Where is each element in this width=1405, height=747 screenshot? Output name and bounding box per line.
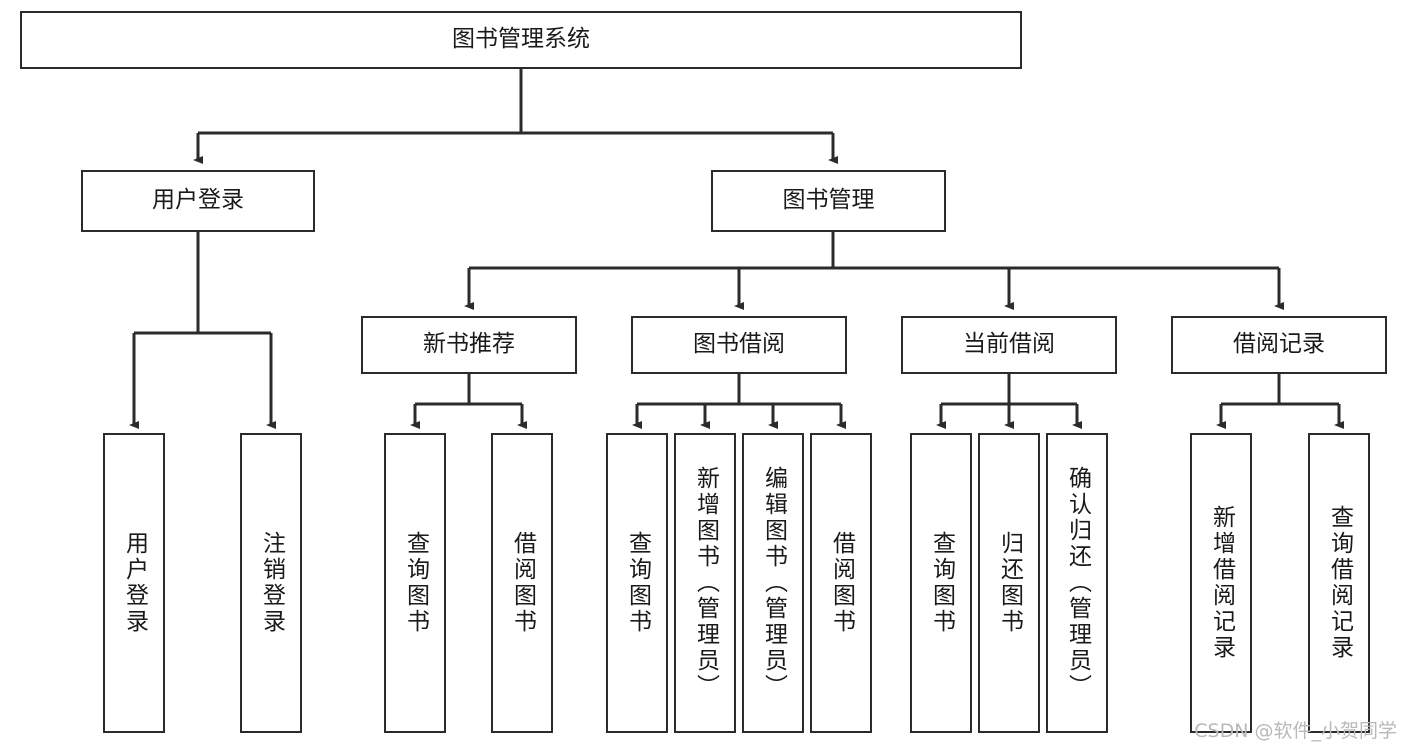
watermark-text: CSDN @软件_小贺同学 bbox=[1194, 720, 1397, 742]
node-user-login-label: 用户登录 bbox=[152, 187, 244, 214]
leaf-records-add[interactable]: 新增借阅记录 bbox=[1190, 433, 1252, 733]
node-book-management[interactable]: 图书管理 bbox=[711, 170, 946, 232]
node-current-borrow[interactable]: 当前借阅 bbox=[901, 316, 1117, 374]
node-user-login[interactable]: 用户登录 bbox=[81, 170, 315, 232]
leaf-current-return-label: 归还图书 bbox=[996, 531, 1023, 635]
leaf-current-query-label: 查询图书 bbox=[928, 531, 955, 635]
leaf-records-query-label: 查询借阅记录 bbox=[1326, 505, 1353, 661]
leaf-new-books-query[interactable]: 查询图书 bbox=[384, 433, 446, 733]
node-root-label: 图书管理系统 bbox=[452, 26, 590, 53]
node-book-management-label: 图书管理 bbox=[782, 187, 875, 214]
leaf-new-books-query-label: 查询图书 bbox=[402, 531, 429, 635]
node-current-borrow-label: 当前借阅 bbox=[963, 331, 1055, 358]
node-new-book-recommend[interactable]: 新书推荐 bbox=[361, 316, 577, 374]
leaf-borrow-edit-book-label: 编辑图书（管理员） bbox=[760, 466, 787, 700]
node-new-book-recommend-label: 新书推荐 bbox=[423, 331, 515, 358]
leaf-records-query[interactable]: 查询借阅记录 bbox=[1308, 433, 1370, 733]
leaf-user-login-signin[interactable]: 用户登录 bbox=[103, 433, 165, 733]
leaf-borrow-query[interactable]: 查询图书 bbox=[606, 433, 668, 733]
node-book-borrow[interactable]: 图书借阅 bbox=[631, 316, 847, 374]
leaf-user-login-signout-label: 注销登录 bbox=[258, 531, 285, 635]
node-book-borrow-label: 图书借阅 bbox=[693, 331, 785, 358]
node-root[interactable]: 图书管理系统 bbox=[20, 11, 1022, 69]
leaf-records-add-label: 新增借阅记录 bbox=[1208, 505, 1235, 661]
leaf-current-query[interactable]: 查询图书 bbox=[910, 433, 972, 733]
leaf-borrow-lend-book-label: 借阅图书 bbox=[828, 531, 855, 635]
leaf-borrow-add-book[interactable]: 新增图书（管理员） bbox=[674, 433, 736, 733]
leaf-borrow-add-book-label: 新增图书（管理员） bbox=[692, 466, 719, 700]
leaf-user-login-signout[interactable]: 注销登录 bbox=[240, 433, 302, 733]
leaf-user-login-signin-label: 用户登录 bbox=[121, 531, 148, 635]
leaf-new-books-borrow-label: 借阅图书 bbox=[509, 531, 536, 635]
leaf-borrow-query-label: 查询图书 bbox=[624, 531, 651, 635]
leaf-new-books-borrow[interactable]: 借阅图书 bbox=[491, 433, 553, 733]
leaf-current-confirm-return[interactable]: 确认归还（管理员） bbox=[1046, 433, 1108, 733]
node-borrow-records-label: 借阅记录 bbox=[1233, 331, 1325, 358]
leaf-borrow-edit-book[interactable]: 编辑图书（管理员） bbox=[742, 433, 804, 733]
leaf-current-return[interactable]: 归还图书 bbox=[978, 433, 1040, 733]
leaf-current-confirm-return-label: 确认归还（管理员） bbox=[1064, 466, 1091, 700]
leaf-borrow-lend-book[interactable]: 借阅图书 bbox=[810, 433, 872, 733]
node-borrow-records[interactable]: 借阅记录 bbox=[1171, 316, 1387, 374]
